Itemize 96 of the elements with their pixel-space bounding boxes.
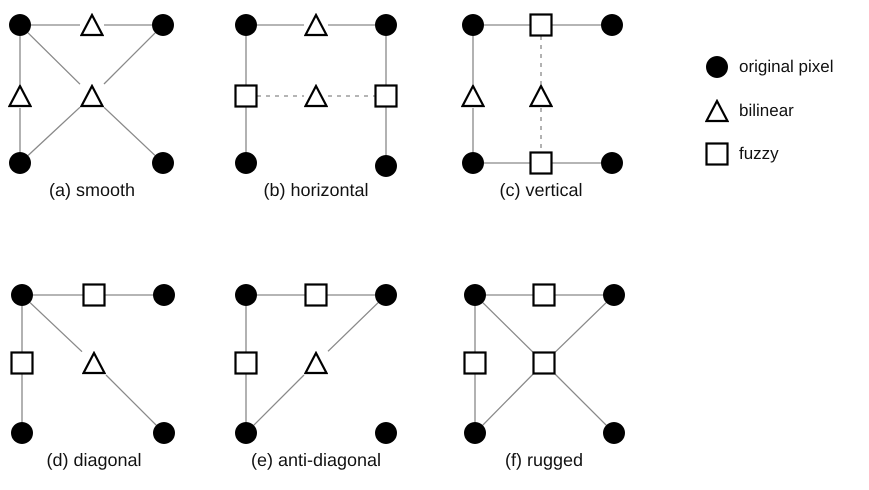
triangle-marker <box>80 84 104 108</box>
connector-line <box>21 374 23 422</box>
square-marker <box>532 283 556 307</box>
square-marker <box>234 84 258 108</box>
connector-line <box>484 162 530 164</box>
square-marker <box>374 84 398 108</box>
connector-line <box>486 294 533 296</box>
panel-caption: (c) vertical <box>500 180 582 201</box>
square-marker <box>532 351 556 375</box>
connector-line <box>105 294 153 296</box>
pixel-dot <box>8 151 32 175</box>
connector-line <box>474 306 476 352</box>
connector-line <box>104 24 152 26</box>
pixel-dot <box>151 151 175 175</box>
connector-line <box>327 294 375 296</box>
panel-caption: (e) anti-diagonal <box>250 450 382 471</box>
connector-line <box>554 302 607 353</box>
panel-caption: (b) horizontal <box>263 180 369 201</box>
connector-line <box>385 107 387 155</box>
connector-line <box>555 294 603 296</box>
legend-label: fuzzy <box>739 144 779 164</box>
connector-line <box>554 374 607 426</box>
pixel-dot <box>152 421 176 445</box>
connector-line <box>482 302 534 353</box>
connector-line <box>257 24 304 26</box>
pixel-dot <box>602 283 626 307</box>
square-marker <box>82 283 106 307</box>
connector-line <box>245 107 247 152</box>
connector-line <box>27 32 80 85</box>
connector-line <box>245 36 247 85</box>
pixel-dot <box>152 283 176 307</box>
pixel-dot <box>374 154 398 178</box>
connector-line <box>328 24 375 26</box>
connector-line <box>104 32 156 84</box>
pixel-dot <box>461 13 485 37</box>
connector-line <box>245 374 247 422</box>
panel-caption: (a) smooth <box>48 180 136 201</box>
connector-line <box>472 108 474 152</box>
connector-line <box>19 108 21 152</box>
dashed-line <box>540 36 542 84</box>
connector-line <box>474 374 476 422</box>
triangle-marker <box>304 84 328 108</box>
panel-caption: (d) diagonal <box>46 450 142 471</box>
connector-line <box>552 162 601 164</box>
connector-line <box>472 36 474 84</box>
pixel-dot <box>234 421 258 445</box>
pixel-dot <box>151 13 175 37</box>
panel-caption: (f) rugged <box>504 450 584 471</box>
pixel-dot <box>463 421 487 445</box>
connector-line <box>484 24 530 26</box>
triangle-marker <box>82 351 106 375</box>
square-marker <box>529 151 553 175</box>
legend-label: bilinear <box>739 101 794 121</box>
connector-line <box>28 106 80 156</box>
square-marker <box>234 351 258 375</box>
connector-line <box>253 374 304 426</box>
pixel-dot <box>463 283 487 307</box>
triangle-marker <box>80 13 104 37</box>
pixel-dot <box>10 421 34 445</box>
pixel-dot <box>234 151 258 175</box>
pixel-dot <box>602 421 626 445</box>
connector-line <box>21 306 23 352</box>
connector-line <box>106 374 157 426</box>
pixel-dot <box>374 283 398 307</box>
connector-line <box>30 302 82 352</box>
pixel-dot <box>461 151 485 175</box>
connector-line <box>385 36 387 85</box>
pixel-dot <box>600 151 624 175</box>
pixel-dot <box>8 13 32 37</box>
connector-line <box>482 374 534 426</box>
connector-line <box>257 294 305 296</box>
dashed-line <box>257 95 304 97</box>
square-marker <box>10 351 34 375</box>
pixel-dot <box>374 421 398 445</box>
triangle-marker <box>8 84 32 108</box>
connector-line <box>33 294 83 296</box>
triangle-marker <box>304 13 328 37</box>
connector-line <box>19 36 21 84</box>
triangle-marker <box>529 84 553 108</box>
triangle-marker <box>461 84 485 108</box>
pixel-dot <box>374 13 398 37</box>
square-marker <box>463 351 487 375</box>
connector-line <box>245 306 247 352</box>
square-marker <box>529 13 553 37</box>
pixel-dot <box>234 283 258 307</box>
connector-line <box>552 24 601 26</box>
connector-line <box>328 302 379 352</box>
triangle-marker <box>304 351 328 375</box>
square-marker <box>304 283 328 307</box>
connector-line <box>31 24 80 26</box>
pixel-dot <box>234 13 258 37</box>
connector-line <box>104 106 156 156</box>
dashed-line <box>328 95 375 97</box>
pixel-dot <box>10 283 34 307</box>
pixel-dot <box>600 13 624 37</box>
legend-label: original pixel <box>739 57 834 77</box>
